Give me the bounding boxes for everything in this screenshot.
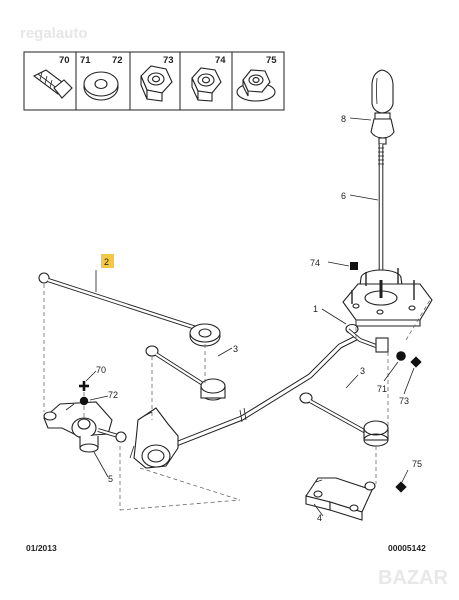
nut-icon: [140, 65, 173, 102]
footer-date: 01/2013: [26, 543, 57, 553]
bolt-icon: [32, 69, 73, 99]
callout-5: 5: [108, 474, 113, 484]
legend-label-70: 70: [59, 55, 70, 66]
legend-label-74: 74: [215, 55, 226, 66]
callout-3-lower: 3: [360, 366, 365, 376]
callout-3-upper: 3: [233, 344, 238, 354]
link-rod-3-lower: [299, 392, 389, 447]
legend-label-71: 71: [80, 55, 91, 66]
washer-icon: [83, 71, 119, 101]
parts-legend-table: 70 71 72 73 74 75: [23, 51, 285, 111]
bazar-watermark: BAZAR: [378, 567, 449, 589]
plus-marker-icon: [79, 381, 89, 391]
leader-lines: [85, 117, 415, 517]
link-rod-2: [38, 272, 221, 347]
square-marker-icon: [395, 481, 407, 493]
gear-lever-housing: [342, 268, 433, 327]
callout-75: 75: [412, 459, 422, 469]
rod-end-bracket: [129, 407, 179, 469]
gear-lever-rod: [378, 144, 384, 272]
callout-2-highlight: [101, 254, 114, 268]
dot-marker-icon: [79, 396, 89, 406]
callout-71: 71: [377, 384, 387, 394]
footer-code: 00005142: [388, 543, 426, 553]
callout-8: 8: [341, 114, 346, 124]
legend-label-75: 75: [266, 55, 277, 66]
callout-70: 70: [96, 365, 106, 375]
legend-label-73: 73: [163, 55, 174, 66]
link-rod-3-upper: [145, 345, 226, 401]
callout-72: 72: [108, 390, 118, 400]
square-marker-icon: [350, 262, 358, 270]
callout-2: 2: [104, 257, 109, 267]
legend-label-72: 72: [112, 55, 123, 66]
callout-1: 1: [313, 304, 318, 314]
selector-mechanism-5: [43, 401, 127, 453]
callout-4: 4: [317, 513, 322, 523]
square-marker-icon: [410, 356, 422, 368]
gear-knob: [370, 69, 395, 145]
assembly-guide-lines: [43, 284, 431, 511]
watermark: regalauto: [20, 25, 88, 42]
dot-marker-icon: [396, 351, 406, 361]
nut-icon: [236, 69, 276, 102]
mounting-bracket-4: [305, 477, 376, 521]
callout-6: 6: [341, 191, 346, 201]
selector-rod: [175, 323, 389, 447]
callout-74: 74: [310, 258, 320, 268]
callout-73: 73: [399, 396, 409, 406]
nut-icon: [191, 67, 222, 102]
